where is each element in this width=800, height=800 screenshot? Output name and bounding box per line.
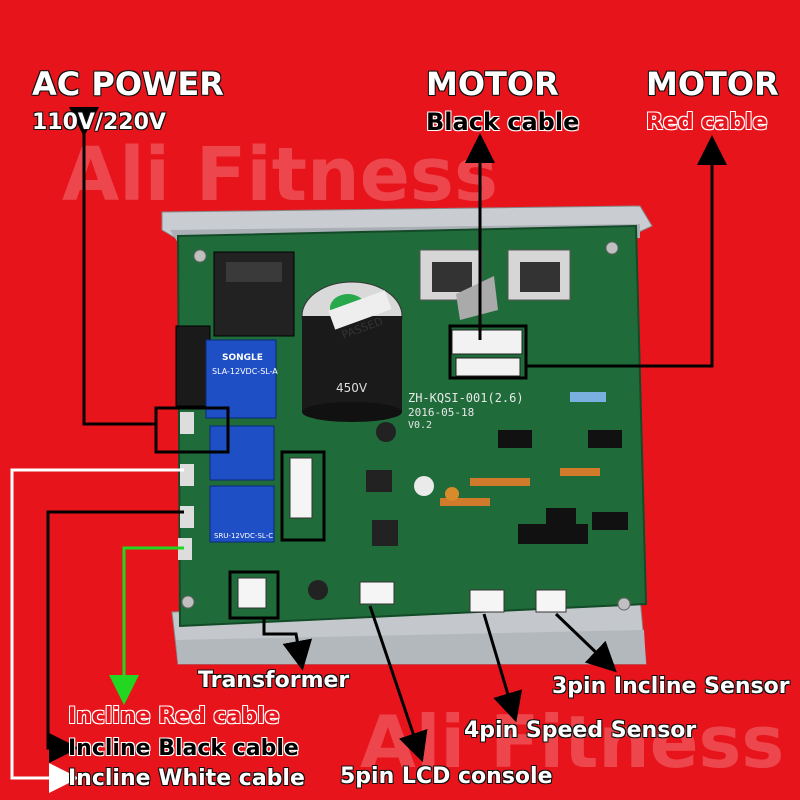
capacitor: PASSED 450V bbox=[301, 281, 403, 422]
relays: SLA-12VDC-SL-A SONGLE SRU-12VDC-SL-C bbox=[205, 339, 278, 543]
speed-sensor-arrow bbox=[482, 613, 523, 723]
incline-sensor-arrow bbox=[554, 612, 617, 673]
relay-brand-label: SONGLE bbox=[222, 353, 263, 363]
speed-sensor-label: 4pin Speed Sensor bbox=[464, 718, 697, 743]
ac-power-voltage: 110V/220V bbox=[32, 110, 166, 135]
lcd-console-arrow bbox=[368, 605, 428, 763]
incline-black-arrow bbox=[46, 510, 184, 763]
incline-red-arrow bbox=[109, 546, 184, 705]
incline-sensor-label: 3pin Incline Sensor bbox=[552, 674, 790, 699]
motor-red-title: MOTOR bbox=[646, 65, 779, 103]
small-components bbox=[308, 392, 606, 600]
capacitor-value: 450V bbox=[336, 381, 368, 395]
relay-1-label: SLA-12VDC-SL-A bbox=[212, 367, 278, 376]
lcd-console-label: 5pin LCD console bbox=[340, 764, 553, 789]
ics bbox=[366, 430, 628, 546]
incline-black-label: Incline Black cable bbox=[68, 736, 299, 761]
board-version: V0.2 bbox=[408, 420, 432, 431]
incline-white-arrow bbox=[10, 468, 184, 793]
motor-black-sub: Black cable bbox=[426, 108, 580, 136]
motor-red-arrow bbox=[526, 135, 727, 368]
ac-power-title: AC POWER bbox=[32, 65, 224, 103]
input-terminal-block bbox=[175, 325, 211, 407]
highlight-boxes bbox=[154, 324, 528, 620]
transformer-label: Transformer bbox=[198, 668, 350, 693]
board-date: 2016-05-18 bbox=[408, 406, 474, 419]
watermark-bottom: Ali Fitness bbox=[360, 700, 785, 784]
incline-white-label: Incline White cable bbox=[68, 766, 305, 791]
board-model: ZH-KQSI-001(2.6) bbox=[408, 391, 524, 405]
motor-power-transistors bbox=[419, 249, 571, 377]
ac-power-arrow bbox=[69, 107, 156, 426]
motor-black-title: MOTOR bbox=[426, 65, 559, 103]
relay-3-label: SRU-12VDC-SL-C bbox=[214, 532, 273, 540]
motor-red-sub: Red cable bbox=[646, 110, 768, 135]
transformer-arrow bbox=[262, 618, 313, 671]
incline-red-label: Incline Red cable bbox=[68, 704, 280, 729]
watermark-top: Ali Fitness bbox=[62, 132, 499, 218]
